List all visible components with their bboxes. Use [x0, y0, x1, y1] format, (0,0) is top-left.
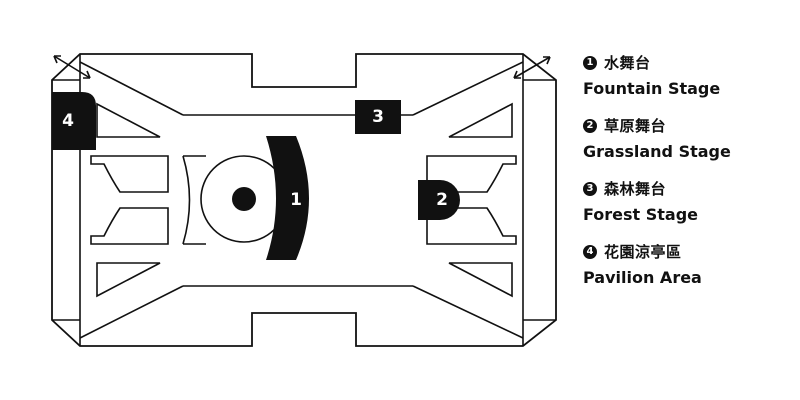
pavilion-area-marker[interactable] — [52, 92, 96, 150]
legend-label-en: Fountain Stage — [583, 79, 721, 98]
marker-label-4: 4 — [62, 111, 74, 131]
legend-number-badge: 1 — [583, 56, 597, 70]
garden-bed — [448, 262, 513, 298]
legend-item-grassland-stage: 2 草原舞台 Grassland Stage — [583, 115, 793, 178]
right-path — [522, 54, 556, 346]
legend-label-zh: 森林舞台 — [604, 180, 667, 198]
garden-bed — [426, 155, 517, 193]
garden-bed — [90, 207, 169, 245]
legend-label-en: Grassland Stage — [583, 142, 731, 161]
entrance-arrow-icon — [513, 56, 551, 79]
garden-bed — [448, 102, 513, 138]
forest-stage-marker[interactable] — [355, 100, 401, 134]
legend-number-badge: 3 — [583, 182, 597, 196]
grassland-stage-marker[interactable] — [418, 180, 460, 220]
legend-label-en: Pavilion Area — [583, 268, 702, 287]
legend-item-forest-stage: 3 森林舞台 Forest Stage — [583, 178, 793, 241]
marker-label-2: 2 — [436, 190, 448, 210]
garden-bed — [96, 262, 161, 298]
legend-label-zh: 水舞台 — [604, 54, 651, 72]
legend-label-zh: 花園涼亭區 — [604, 243, 682, 261]
garden-bed — [426, 207, 517, 245]
entrance-arrow-icon — [53, 55, 91, 79]
diagonal-paths — [79, 61, 524, 339]
fountain-plaza — [182, 155, 206, 245]
legend-label-en: Forest Stage — [583, 205, 699, 224]
fountain-center — [232, 187, 256, 211]
legend-number-badge: 4 — [583, 245, 597, 259]
park-map: 1 2 3 4 — [51, 53, 557, 347]
marker-label-3: 3 — [372, 107, 384, 127]
map-legend: 1 水舞台 Fountain Stage 2 草原舞台 Grassland St… — [583, 52, 793, 304]
garden-bed — [90, 155, 169, 193]
legend-number-badge: 2 — [583, 119, 597, 133]
fountain-stage-marker[interactable] — [266, 136, 309, 260]
legend-item-pavilion-area: 4 花園涼亭區 Pavilion Area — [583, 241, 793, 304]
marker-label-1: 1 — [290, 190, 302, 210]
legend-label-zh: 草原舞台 — [604, 117, 667, 135]
legend-item-fountain-stage: 1 水舞台 Fountain Stage — [583, 52, 793, 115]
garden-bed — [96, 102, 161, 138]
